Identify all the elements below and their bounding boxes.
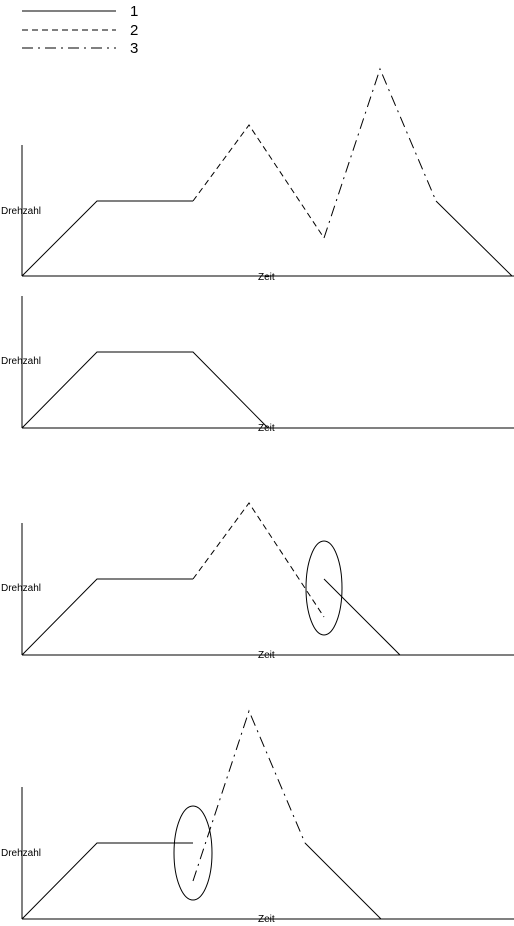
curve-1-ramp-down <box>323 578 401 656</box>
y-axis-label: Drehzahl <box>1 848 41 859</box>
curve-1-ramp-up <box>21 842 193 920</box>
curve-2-dashed <box>192 502 325 618</box>
legend-item-3: 3 <box>22 40 138 57</box>
curve-3-dash-dot <box>323 67 437 239</box>
x-axis-label: Zeit <box>258 272 275 283</box>
legend-item-1: 1 <box>22 3 138 20</box>
y-axis-label: Drehzahl <box>1 583 41 594</box>
curve-1-ramp-down <box>304 842 382 920</box>
panel-3: Drehzahl Zeit <box>1 502 514 661</box>
panel-4: Drehzahl Zeit <box>1 709 514 925</box>
panel-1: Drehzahl Zeit <box>1 67 514 283</box>
x-axis-label: Zeit <box>258 650 275 661</box>
transition-highlight-ellipse <box>173 805 213 901</box>
y-axis-label: Drehzahl <box>1 356 41 367</box>
legend: 1 2 3 <box>22 3 138 57</box>
curve-2-dashed <box>192 124 325 239</box>
curve-3-dash-dot <box>192 709 306 882</box>
curve-1-ramp-up <box>21 578 193 656</box>
transition-highlight-ellipse <box>305 540 343 636</box>
panel-2: Drehzahl Zeit <box>1 296 514 434</box>
legend-item-2: 2 <box>22 22 138 39</box>
legend-label-3: 3 <box>130 40 138 57</box>
y-axis-label: Drehzahl <box>1 206 41 217</box>
x-axis-label: Zeit <box>258 914 275 925</box>
curve-1-solid <box>21 351 269 429</box>
x-axis-label: Zeit <box>258 423 275 434</box>
curve-1-ramp-down <box>435 200 513 277</box>
curve-1-ramp-up <box>21 200 193 277</box>
legend-label-2: 2 <box>130 22 138 39</box>
legend-label-1: 1 <box>130 3 138 20</box>
